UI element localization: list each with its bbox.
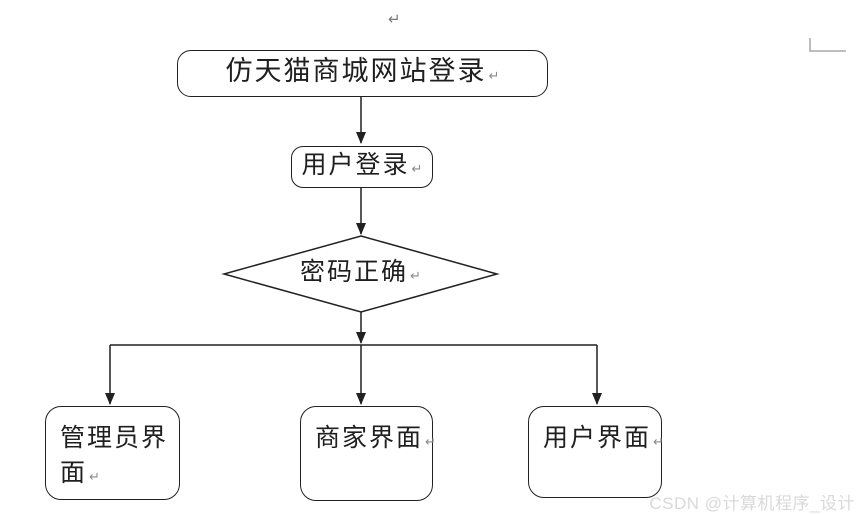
node-admin-interface-label: 管理员界面 — [60, 425, 169, 487]
node-password-correct-label: 密码正确 — [300, 258, 409, 286]
paragraph-return-mark: ↵ — [411, 161, 423, 177]
node-site-login-label: 仿天猫商城网站登录 — [225, 55, 487, 86]
page-margin-corner-mark — [809, 38, 846, 52]
node-user-interface: 用户界面↵ — [528, 406, 664, 498]
paragraph-return-mark: ↵ — [653, 435, 664, 450]
node-site-login: 仿天猫商城网站登录↵ — [177, 50, 548, 97]
node-user-interface-label: 用户界面 — [543, 425, 652, 452]
node-user-login-label: 用户登录 — [301, 151, 410, 179]
node-user-login: 用户登录↵ — [291, 146, 433, 188]
paragraph-return-mark: ↵ — [488, 68, 500, 84]
paragraph-return-mark: ↵ — [388, 10, 401, 28]
node-merchant-interface: 商家界面↵ — [300, 406, 436, 501]
node-merchant-interface-label: 商家界面 — [315, 425, 424, 452]
paragraph-return-mark: ↵ — [89, 470, 100, 485]
paragraph-return-mark: ↵ — [410, 268, 421, 284]
decision-diamond-shape — [221, 235, 500, 313]
paragraph-return-mark: ↵ — [425, 435, 436, 450]
node-admin-interface: 管理员界面↵ — [45, 406, 180, 500]
node-password-correct: 密码正确↵ — [224, 236, 497, 312]
csdn-watermark: CSDN @计算机程序_设计 — [649, 494, 855, 513]
